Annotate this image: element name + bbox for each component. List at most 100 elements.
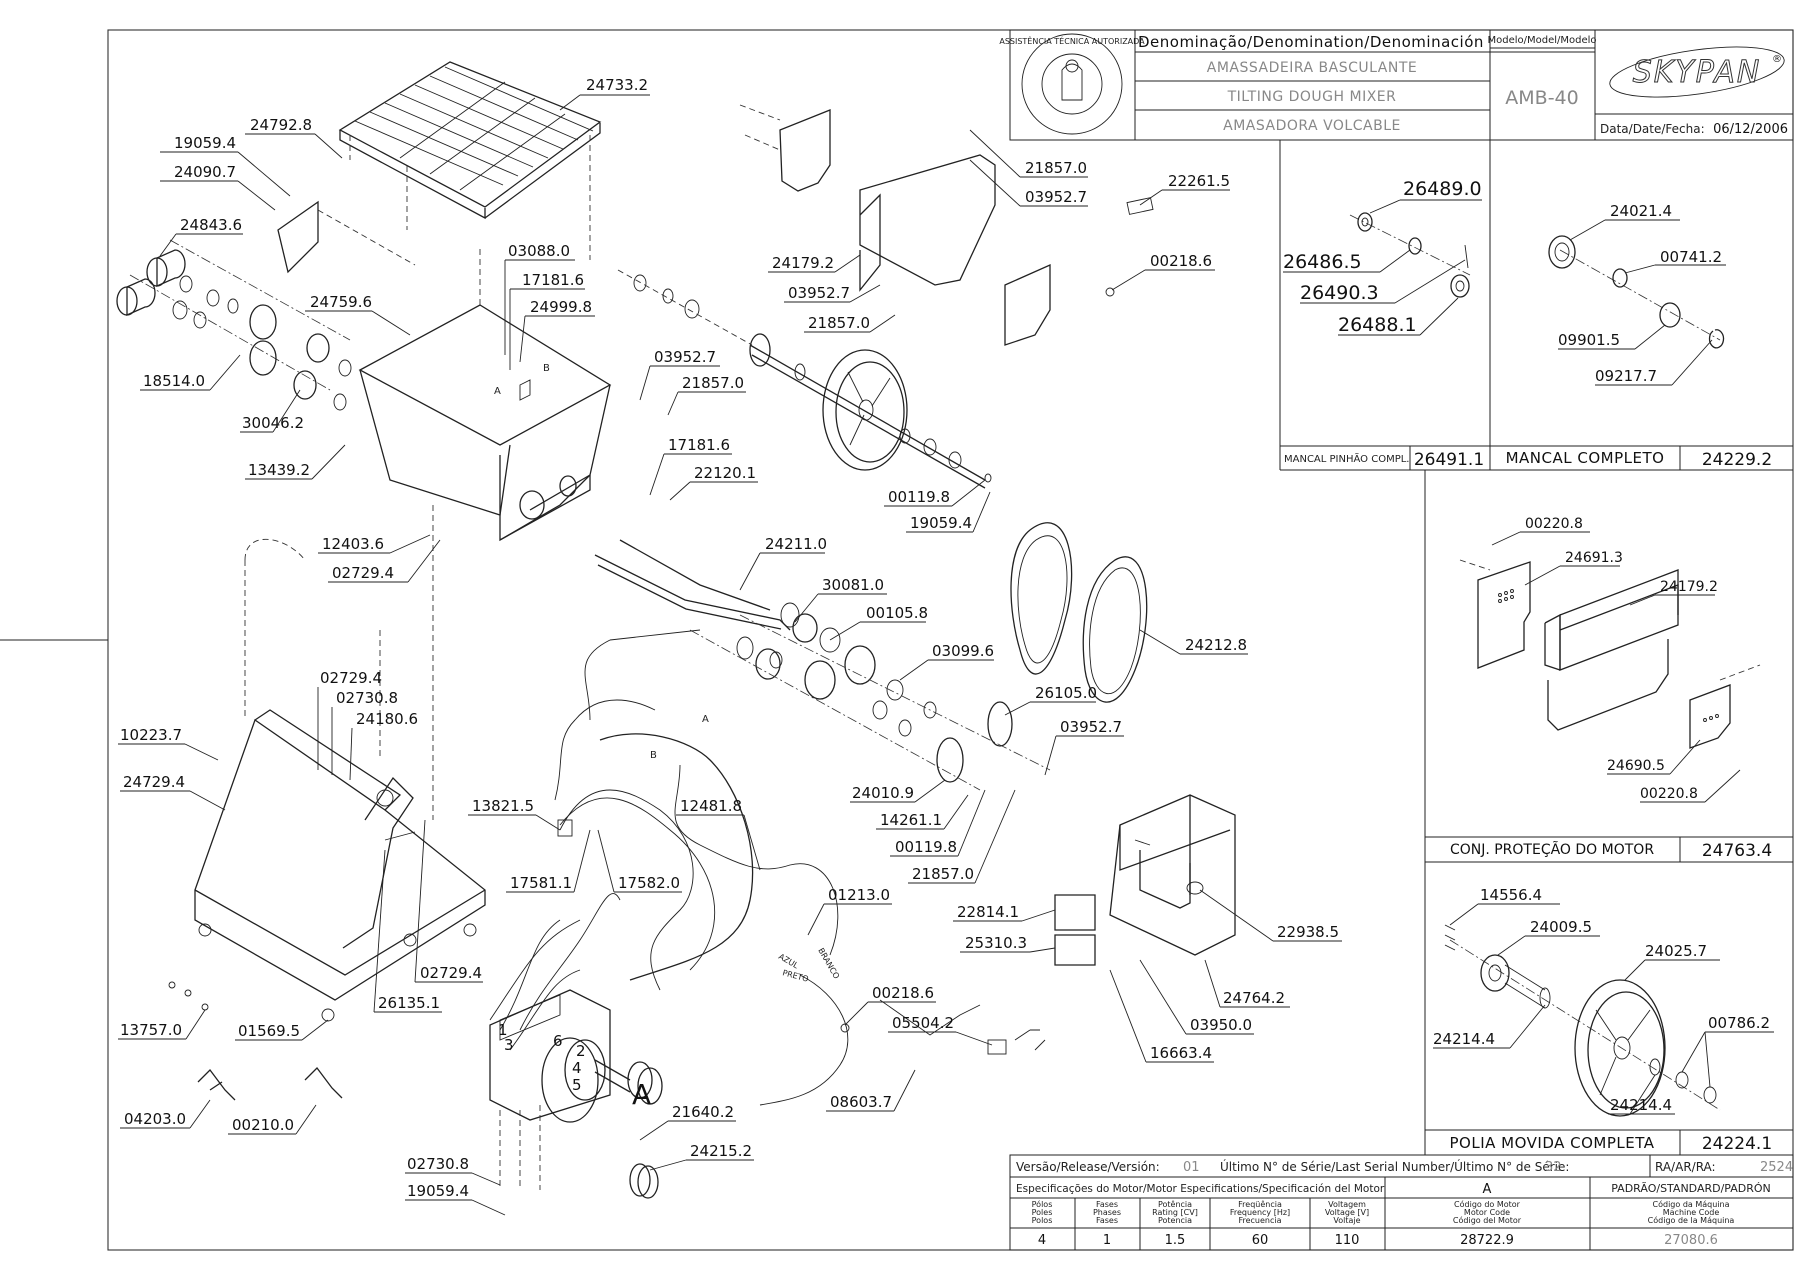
label-26135-1: 26135.1 (378, 994, 440, 1012)
wire-number-1: 1 (498, 1021, 508, 1039)
complete-bearing-drawing (1548, 235, 1725, 349)
label-24179-2: 24179.2 (772, 254, 834, 272)
label-24759-6: 24759.6 (310, 293, 372, 311)
label-13757-0: 13757.0 (120, 1021, 182, 1039)
label-24999-8: 24999.8 (530, 298, 592, 316)
label-03952-7-a: 03952.7 (654, 348, 716, 366)
label-24179-2-p: 24179.2 (1660, 579, 1718, 595)
label-21857-0-c: 21857.0 (1025, 159, 1087, 177)
panel-3-name: CONJ. PROTEÇÃO DO MOTOR (1450, 841, 1654, 858)
v-belts (1010, 522, 1148, 703)
title-block: ASSISTÊNCIA TÉCNICA AUTORIZADA Denominaç… (999, 29, 1794, 141)
motor-code-value: 28722.9 (1460, 1233, 1514, 1248)
label-21857-0-d: 21857.0 (912, 865, 974, 883)
diagram-annotations: 1 2 3 4 5 6 A AZUL PRETO BRANCO A B A B (494, 363, 841, 1111)
bowl-label-a: A (494, 386, 501, 397)
label-01213-0: 01213.0 (828, 886, 890, 904)
date-value: 06/12/2006 (1713, 122, 1788, 137)
frequency-value: 60 (1252, 1233, 1269, 1248)
label-02730-8-a: 02730.8 (336, 689, 398, 707)
wire-number-3: 3 (504, 1036, 514, 1054)
label-26488-1: 26488.1 (1338, 314, 1417, 336)
label-24180-6: 24180.6 (356, 710, 418, 728)
motor-protection-drawing (1459, 559, 1761, 749)
label-24214-4-b: 24214.4 (1610, 1096, 1672, 1114)
label-21857-0-a: 21857.0 (682, 374, 744, 392)
label-24211-0: 24211.0 (765, 535, 827, 553)
label-26486-5: 26486.5 (1283, 251, 1362, 273)
motor-letter: A (632, 1078, 651, 1111)
machine-code-value: 27080.6 (1664, 1233, 1718, 1248)
label-24090-7: 24090.7 (174, 163, 236, 181)
label-24691-3: 24691.3 (1565, 550, 1623, 566)
belt-guard (739, 104, 1051, 346)
panel-4-labels: 14556.4 24009.5 24025.7 00786.2 24214.4 … (1433, 886, 1774, 1115)
label-24021-4: 24021.4 (1610, 202, 1672, 220)
label-24215-2: 24215.2 (690, 1142, 752, 1160)
wire-number-6: 6 (553, 1032, 563, 1050)
label-03952-7-c: 03952.7 (1025, 188, 1087, 206)
label-24792-8: 24792.8 (250, 116, 312, 134)
label-22120-1: 22120.1 (694, 464, 756, 482)
label-00105-8: 00105.8 (866, 604, 928, 622)
label-22814-1: 22814.1 (957, 903, 1019, 921)
denomination-header: Denominação/Denomination/Denominación (1138, 33, 1484, 51)
connector-label-a: A (702, 714, 709, 725)
panel-2-labels: 24021.4 00741.2 09901.5 09217.7 (1558, 202, 1726, 386)
panel-3-labels: 00220.8 24691.3 24179.2 24690.5 00220.8 (1491, 516, 1741, 803)
label-00218-6-a: 00218.6 (1150, 252, 1212, 270)
label-21857-0-b: 21857.0 (808, 314, 870, 332)
variant-standard: PADRÃO/STANDARD/PADRÓN (1611, 1182, 1771, 1195)
label-00119-8-b: 00119.8 (895, 838, 957, 856)
label-08603-7: 08603.7 (830, 1093, 892, 1111)
wiring-harness (489, 629, 1046, 1106)
label-26105-0: 26105.0 (1035, 684, 1097, 702)
label-24025-7: 24025.7 (1645, 942, 1707, 960)
label-02730-8-b: 02730.8 (407, 1155, 469, 1173)
label-14261-1: 14261.1 (880, 811, 942, 829)
label-02729-4-c: 02729.4 (420, 964, 482, 982)
model-header: Modelo/Model/Modelo (1487, 35, 1596, 46)
label-19059-4-a: 19059.4 (174, 134, 236, 152)
panel-4-name: POLIA MOVIDA COMPLETA (1449, 1134, 1654, 1152)
label-30046-2: 30046.2 (242, 414, 304, 432)
label-24733-2: 24733.2 (586, 76, 648, 94)
serial-value: 32 (1545, 1160, 1562, 1175)
label-24843-6: 24843.6 (180, 216, 242, 234)
panel-2-name: MANCAL COMPLETO (1506, 449, 1665, 467)
label-00119-8-a: 00119.8 (888, 488, 950, 506)
label-30081-0: 30081.0 (822, 576, 884, 594)
label-24690-5: 24690.5 (1607, 758, 1665, 774)
label-13821-5: 13821.5 (472, 797, 534, 815)
label-09217-7: 09217.7 (1595, 367, 1657, 385)
motor (489, 989, 663, 1190)
label-10223-7: 10223.7 (120, 726, 182, 744)
label-12403-6: 12403.6 (322, 535, 384, 553)
label-00210-0: 00210.0 (232, 1116, 294, 1134)
label-12481-8: 12481.8 (680, 797, 742, 815)
label-00741-2: 00741.2 (1660, 248, 1722, 266)
panel-1-name: MANCAL PINHÃO COMPL. (1284, 452, 1409, 465)
wire-color-azul: AZUL (777, 952, 800, 971)
name-pt: AMASSADEIRA BASCULANTE (1207, 60, 1417, 76)
machine-stand (194, 505, 486, 1022)
label-02729-4-b: 02729.4 (320, 669, 382, 687)
label-26489-0: 26489.0 (1403, 178, 1482, 200)
voltage-value: 110 (1335, 1233, 1360, 1248)
spec-table: Versão/Release/Versión: 01 Último N° de … (1009, 1154, 1794, 1251)
brand-text: SKYPAN (1633, 55, 1762, 90)
label-14556-4: 14556.4 (1480, 886, 1542, 904)
wire-color-preto: PRETO (781, 968, 809, 984)
svg-text:®: ® (1772, 54, 1782, 65)
label-17181-6-b: 17181.6 (668, 436, 730, 454)
